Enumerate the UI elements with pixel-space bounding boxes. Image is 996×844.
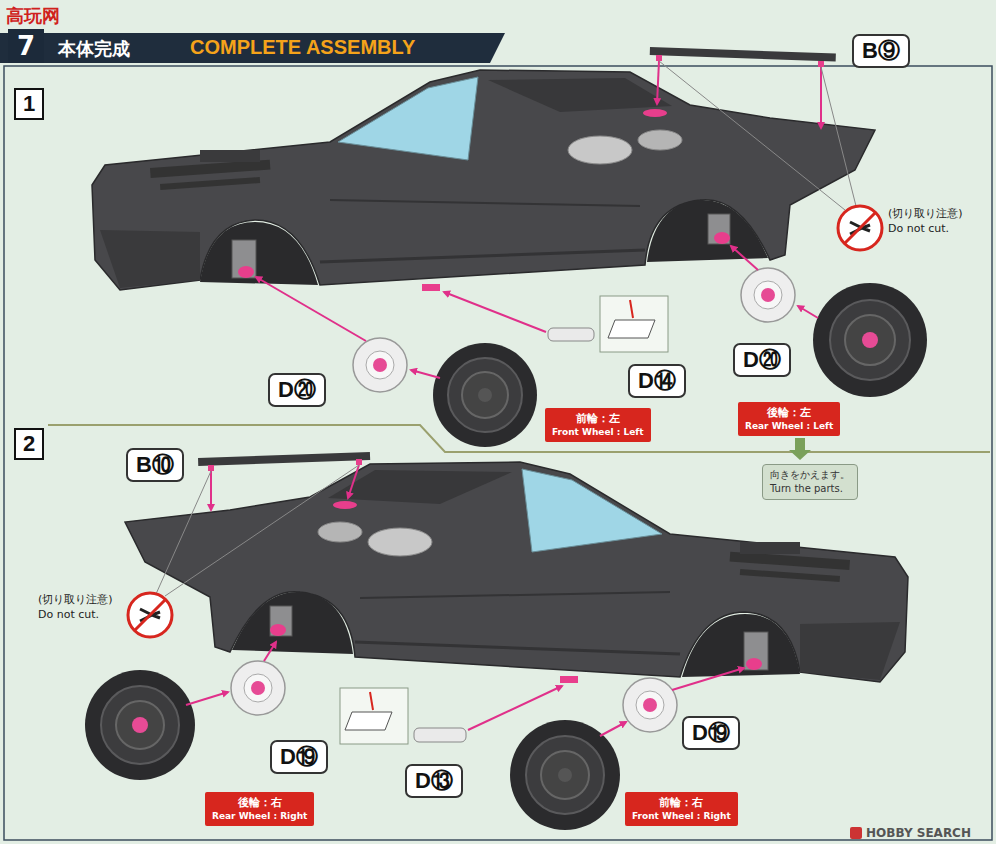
- callout-number: D⑬: [405, 764, 463, 798]
- node-text: 1: [20, 90, 38, 118]
- node-text: 2: [20, 430, 38, 458]
- node-text: B⑨: [862, 38, 900, 64]
- node-text: D⑲: [692, 720, 730, 746]
- node-text: Turn the parts.: [770, 482, 850, 496]
- callout-number: D⑲: [682, 716, 740, 750]
- wheel-tag: 後輪：左Rear Wheel : Left: [738, 402, 840, 436]
- node-text: B⑩: [136, 452, 174, 478]
- node-text: Front Wheel : Right: [632, 810, 731, 823]
- car-body: [92, 70, 875, 291]
- node-text: D⑬: [415, 768, 453, 794]
- header-title: COMPLETE ASSEMBLY: [190, 36, 415, 59]
- wheel-tag: 後輪：右Rear Wheel : Right: [205, 792, 314, 826]
- node-text: Rear Wheel : Left: [745, 420, 833, 433]
- car-body: [125, 462, 908, 683]
- step-number: 1: [14, 88, 44, 120]
- wheel-tag: 前輪：左Front Wheel : Left: [545, 408, 651, 442]
- node-text: 後輪：左: [745, 405, 833, 420]
- callout-number: D⑲: [270, 740, 328, 774]
- warning-note: (切り取り注意): [38, 592, 113, 607]
- step-badge: 7: [8, 29, 44, 63]
- node-text: D⑳: [743, 347, 781, 373]
- node-text: D⑭: [638, 368, 676, 394]
- step-number: 2: [14, 428, 44, 460]
- node-text: 前輪：右: [632, 795, 731, 810]
- callout-number: B⑩: [126, 448, 184, 482]
- watermark: HOBBY SEARCH: [866, 826, 971, 840]
- note-box: 向きをかえます。Turn the parts.: [762, 464, 858, 500]
- warning-note: Do not cut.: [38, 608, 99, 621]
- callout-number: D⑳: [733, 343, 791, 377]
- node-text: Front Wheel : Left: [552, 426, 644, 439]
- node-text: 前輪：左: [552, 411, 644, 426]
- callout-number: B⑨: [852, 34, 910, 68]
- warning-note: (切り取り注意): [888, 206, 963, 221]
- callout-number: D⑭: [628, 364, 686, 398]
- node-text: Rear Wheel : Right: [212, 810, 307, 823]
- node-text: D⑲: [280, 744, 318, 770]
- node-text: 後輪：右: [212, 795, 307, 810]
- node-text: 向きをかえます。: [770, 468, 850, 482]
- wheel-tag: 前輪：右Front Wheel : Right: [625, 792, 738, 826]
- warning-note: Do not cut.: [888, 222, 949, 235]
- callout-number: D⑳: [268, 373, 326, 407]
- logo-watermark: 高玩网: [6, 4, 60, 28]
- node-text: D⑳: [278, 377, 316, 403]
- node-text: 7: [17, 29, 35, 63]
- header-text: 本体完成: [58, 37, 130, 61]
